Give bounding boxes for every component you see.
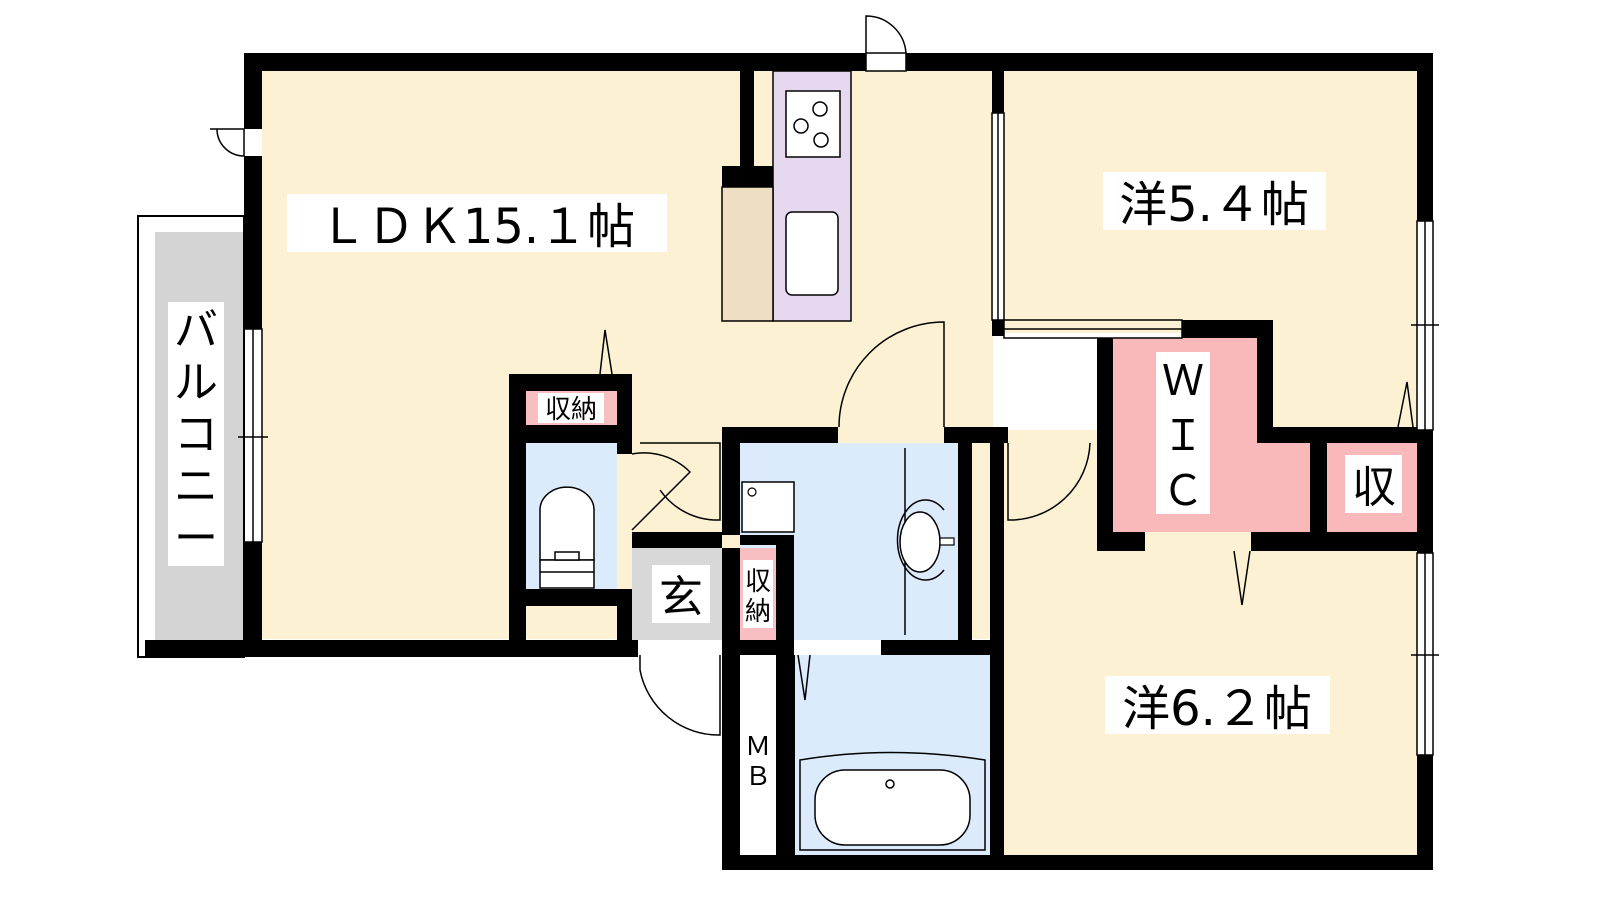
storage-entry-label-2: 納 xyxy=(745,597,771,627)
wic-label-i: Ｉ xyxy=(1162,411,1204,460)
storage-ldk-text-bg xyxy=(538,393,604,423)
walls xyxy=(145,53,1433,870)
meter-box-label-m: Ｍ xyxy=(745,732,771,762)
sink-bowl xyxy=(899,511,941,573)
balcony-label-bg xyxy=(168,302,224,566)
storage-small-label-bg xyxy=(1345,455,1402,513)
washing-machine xyxy=(741,481,795,533)
burner-icon xyxy=(813,132,829,148)
meter-box-label-b: Ｂ xyxy=(745,762,771,792)
entrance-label: 玄 xyxy=(659,572,703,623)
wic-label-c: Ｃ xyxy=(1162,466,1204,515)
balcony-label-1: バ xyxy=(174,305,218,356)
ldk-label: ＬＤＫ15.１帖 xyxy=(319,199,635,255)
wic-label-w: Ｗ xyxy=(1162,356,1204,405)
kitchen-cabinet xyxy=(721,186,774,322)
balcony-label-3: コ xyxy=(174,409,218,460)
balcony-label-4: ニ xyxy=(174,461,218,512)
western1-label-bg xyxy=(1103,172,1326,230)
western-room-1-floor-b xyxy=(1270,330,1417,430)
burner-icon xyxy=(793,118,809,134)
western-room-2-label: 洋6.２帖 xyxy=(1122,681,1312,737)
drain-icon xyxy=(747,487,757,497)
balcony-label-5: ー xyxy=(174,513,218,564)
mb-label-bg xyxy=(742,728,774,790)
western2-label-bg xyxy=(1105,676,1330,734)
balcony-label-2: ル xyxy=(174,357,218,408)
ldk-label-bg xyxy=(287,194,667,252)
western-room-1-label: 洋5.４帖 xyxy=(1119,177,1309,233)
doors xyxy=(210,15,1414,736)
windows xyxy=(238,52,1439,756)
storage-ldk-label: 収納 xyxy=(545,395,597,425)
kitchen-sink xyxy=(785,211,839,296)
entrance-label-bg xyxy=(652,565,710,623)
storage-entry-label-1: 収 xyxy=(745,567,771,597)
storage-entry-text-bg xyxy=(743,560,773,628)
wic-label-bg xyxy=(1156,352,1210,514)
faucet-icon xyxy=(939,537,955,546)
bathtub-icon xyxy=(799,751,986,851)
storage-small-label: 収 xyxy=(1352,462,1396,513)
burner-icon xyxy=(812,101,828,117)
toilet-icon xyxy=(539,486,595,589)
